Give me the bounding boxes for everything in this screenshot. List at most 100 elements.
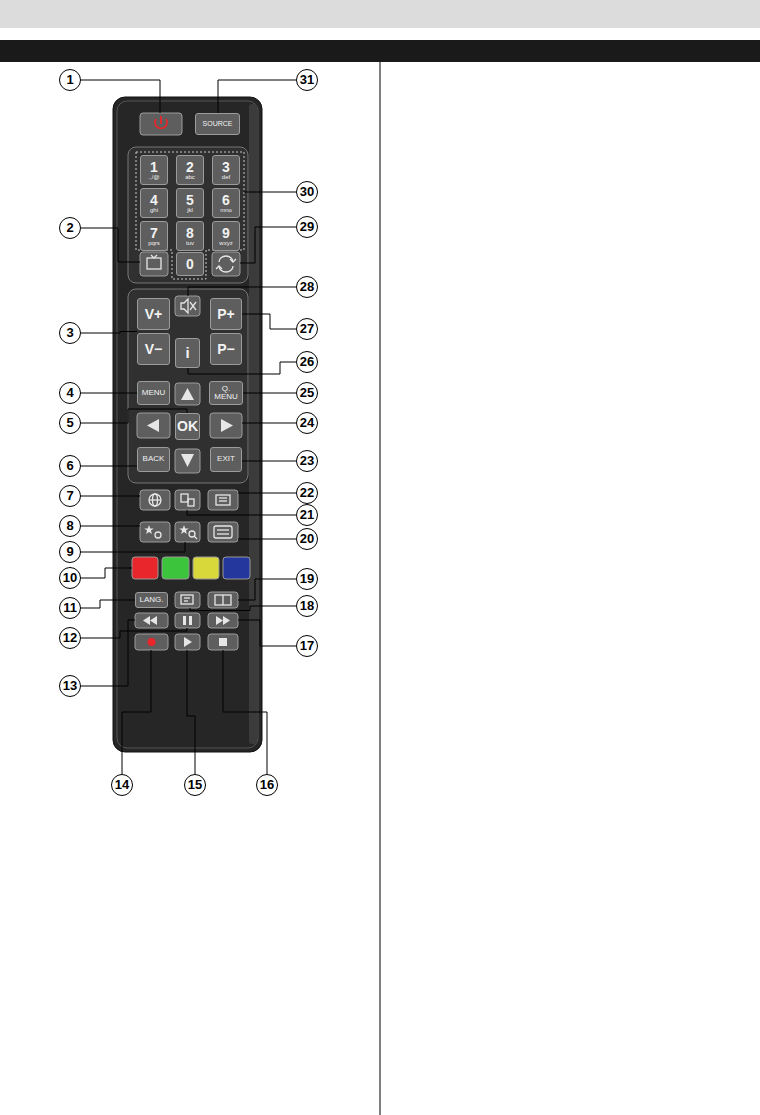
callout-text: 4 (66, 386, 73, 400)
callout-text: 31 (300, 73, 314, 87)
callout-text: 9 (66, 545, 73, 559)
key-label: SOURCE (203, 120, 233, 127)
remote-key: 9wxyz (212, 221, 240, 251)
callout-number: 5 (59, 412, 81, 434)
key-label: EXIT (217, 455, 235, 463)
key-label: 6 (222, 193, 230, 208)
key-label: 7 (150, 226, 158, 241)
leader-line (218, 80, 296, 113)
leader-line (242, 461, 296, 462)
callout-number: 8 (59, 515, 81, 537)
remote-key: SOURCE (195, 113, 240, 135)
leader-line (81, 600, 135, 608)
leader-line (188, 362, 296, 374)
callout-number: 12 (59, 627, 81, 649)
callout-number: 10 (59, 567, 81, 589)
callout-text: 19 (300, 572, 314, 586)
remote-key: Q. MENU (209, 381, 243, 405)
remote-key: 7pqrs (140, 221, 168, 251)
callout-number: 6 (59, 455, 81, 477)
key-label: i (185, 345, 189, 361)
callout-text: 24 (300, 416, 314, 430)
callout-text: 21 (300, 508, 314, 522)
callout-text: 6 (66, 459, 73, 473)
remote-key: OK (175, 413, 200, 440)
key-label: 1 (150, 160, 158, 175)
callout-number: 13 (59, 675, 81, 697)
callout-number: 22 (296, 482, 318, 504)
key-label: wxyz (219, 240, 232, 246)
callout-text: 26 (300, 355, 314, 369)
callout-text: 1 (66, 73, 73, 87)
remote-key: 5jkl (176, 188, 204, 218)
leader-line (242, 314, 296, 329)
key-symbols-filled (143, 388, 233, 647)
callout-number: 27 (296, 318, 318, 340)
callout-text: 8 (66, 519, 73, 533)
callout-number: 3 (59, 322, 81, 344)
key-label: OK (177, 419, 198, 434)
key-label: LANG. (139, 596, 163, 604)
callout-number: 25 (296, 382, 318, 404)
callout-text: 5 (66, 416, 73, 430)
remote-key: LANG. (135, 592, 168, 608)
callout-number: 15 (184, 774, 206, 796)
key-label: MENU (142, 389, 166, 397)
callout-number: 29 (296, 216, 318, 238)
key-label: 5 (186, 193, 194, 208)
callout-text: 17 (300, 639, 314, 653)
key-label: V+ (145, 307, 163, 322)
callout-number: 23 (296, 450, 318, 472)
key-label: P+ (217, 307, 235, 322)
key-label: Q. MENU (210, 385, 242, 402)
remote-key: i (175, 338, 200, 368)
leader-line (81, 466, 137, 467)
leader-line (81, 409, 187, 423)
leader-lines (81, 80, 296, 774)
keypad-bracket (136, 152, 244, 279)
colour-keys (132, 557, 250, 579)
key-label: V− (145, 342, 163, 357)
leader-line (81, 393, 137, 394)
key-label: 9 (222, 226, 230, 241)
callout-number: 21 (296, 504, 318, 526)
callout-text: 22 (300, 486, 314, 500)
callout-number: 2 (59, 217, 81, 239)
key-label: BACK (143, 455, 165, 463)
key-label: 4 (150, 193, 158, 208)
callout-text: 13 (63, 679, 77, 693)
key-label: tuv (186, 240, 194, 246)
callout-text: 27 (300, 322, 314, 336)
key-label: def (222, 174, 230, 180)
column-divider (380, 62, 381, 1115)
remote-key: MENU (137, 381, 170, 405)
header-bar (0, 0, 760, 28)
callout-text: 29 (300, 220, 314, 234)
remote-key: 6mno (212, 188, 240, 218)
callout-text: 15 (188, 778, 202, 792)
callout-number: 1 (59, 69, 81, 91)
callout-number: 18 (296, 595, 318, 617)
key-label: 2 (186, 160, 194, 175)
key-label: 3 (222, 160, 230, 175)
callout-number: 31 (296, 69, 318, 91)
callout-number: 28 (296, 276, 318, 298)
callout-number: 4 (59, 382, 81, 404)
callout-number: 20 (296, 528, 318, 550)
callout-number: 26 (296, 351, 318, 373)
callout-text: 10 (63, 571, 77, 585)
remote-key: P− (210, 333, 242, 365)
callout-text: 14 (115, 778, 129, 792)
callout-text: 2 (66, 221, 73, 235)
key-label: pqrs (148, 240, 160, 246)
key-label: mno (220, 207, 232, 213)
key-label: abc (185, 174, 195, 180)
key-label: 0 (186, 257, 194, 272)
callout-text: 11 (63, 601, 77, 615)
callout-text: 20 (300, 532, 314, 546)
callout-text: 7 (66, 489, 73, 503)
callout-text: 3 (66, 326, 73, 340)
